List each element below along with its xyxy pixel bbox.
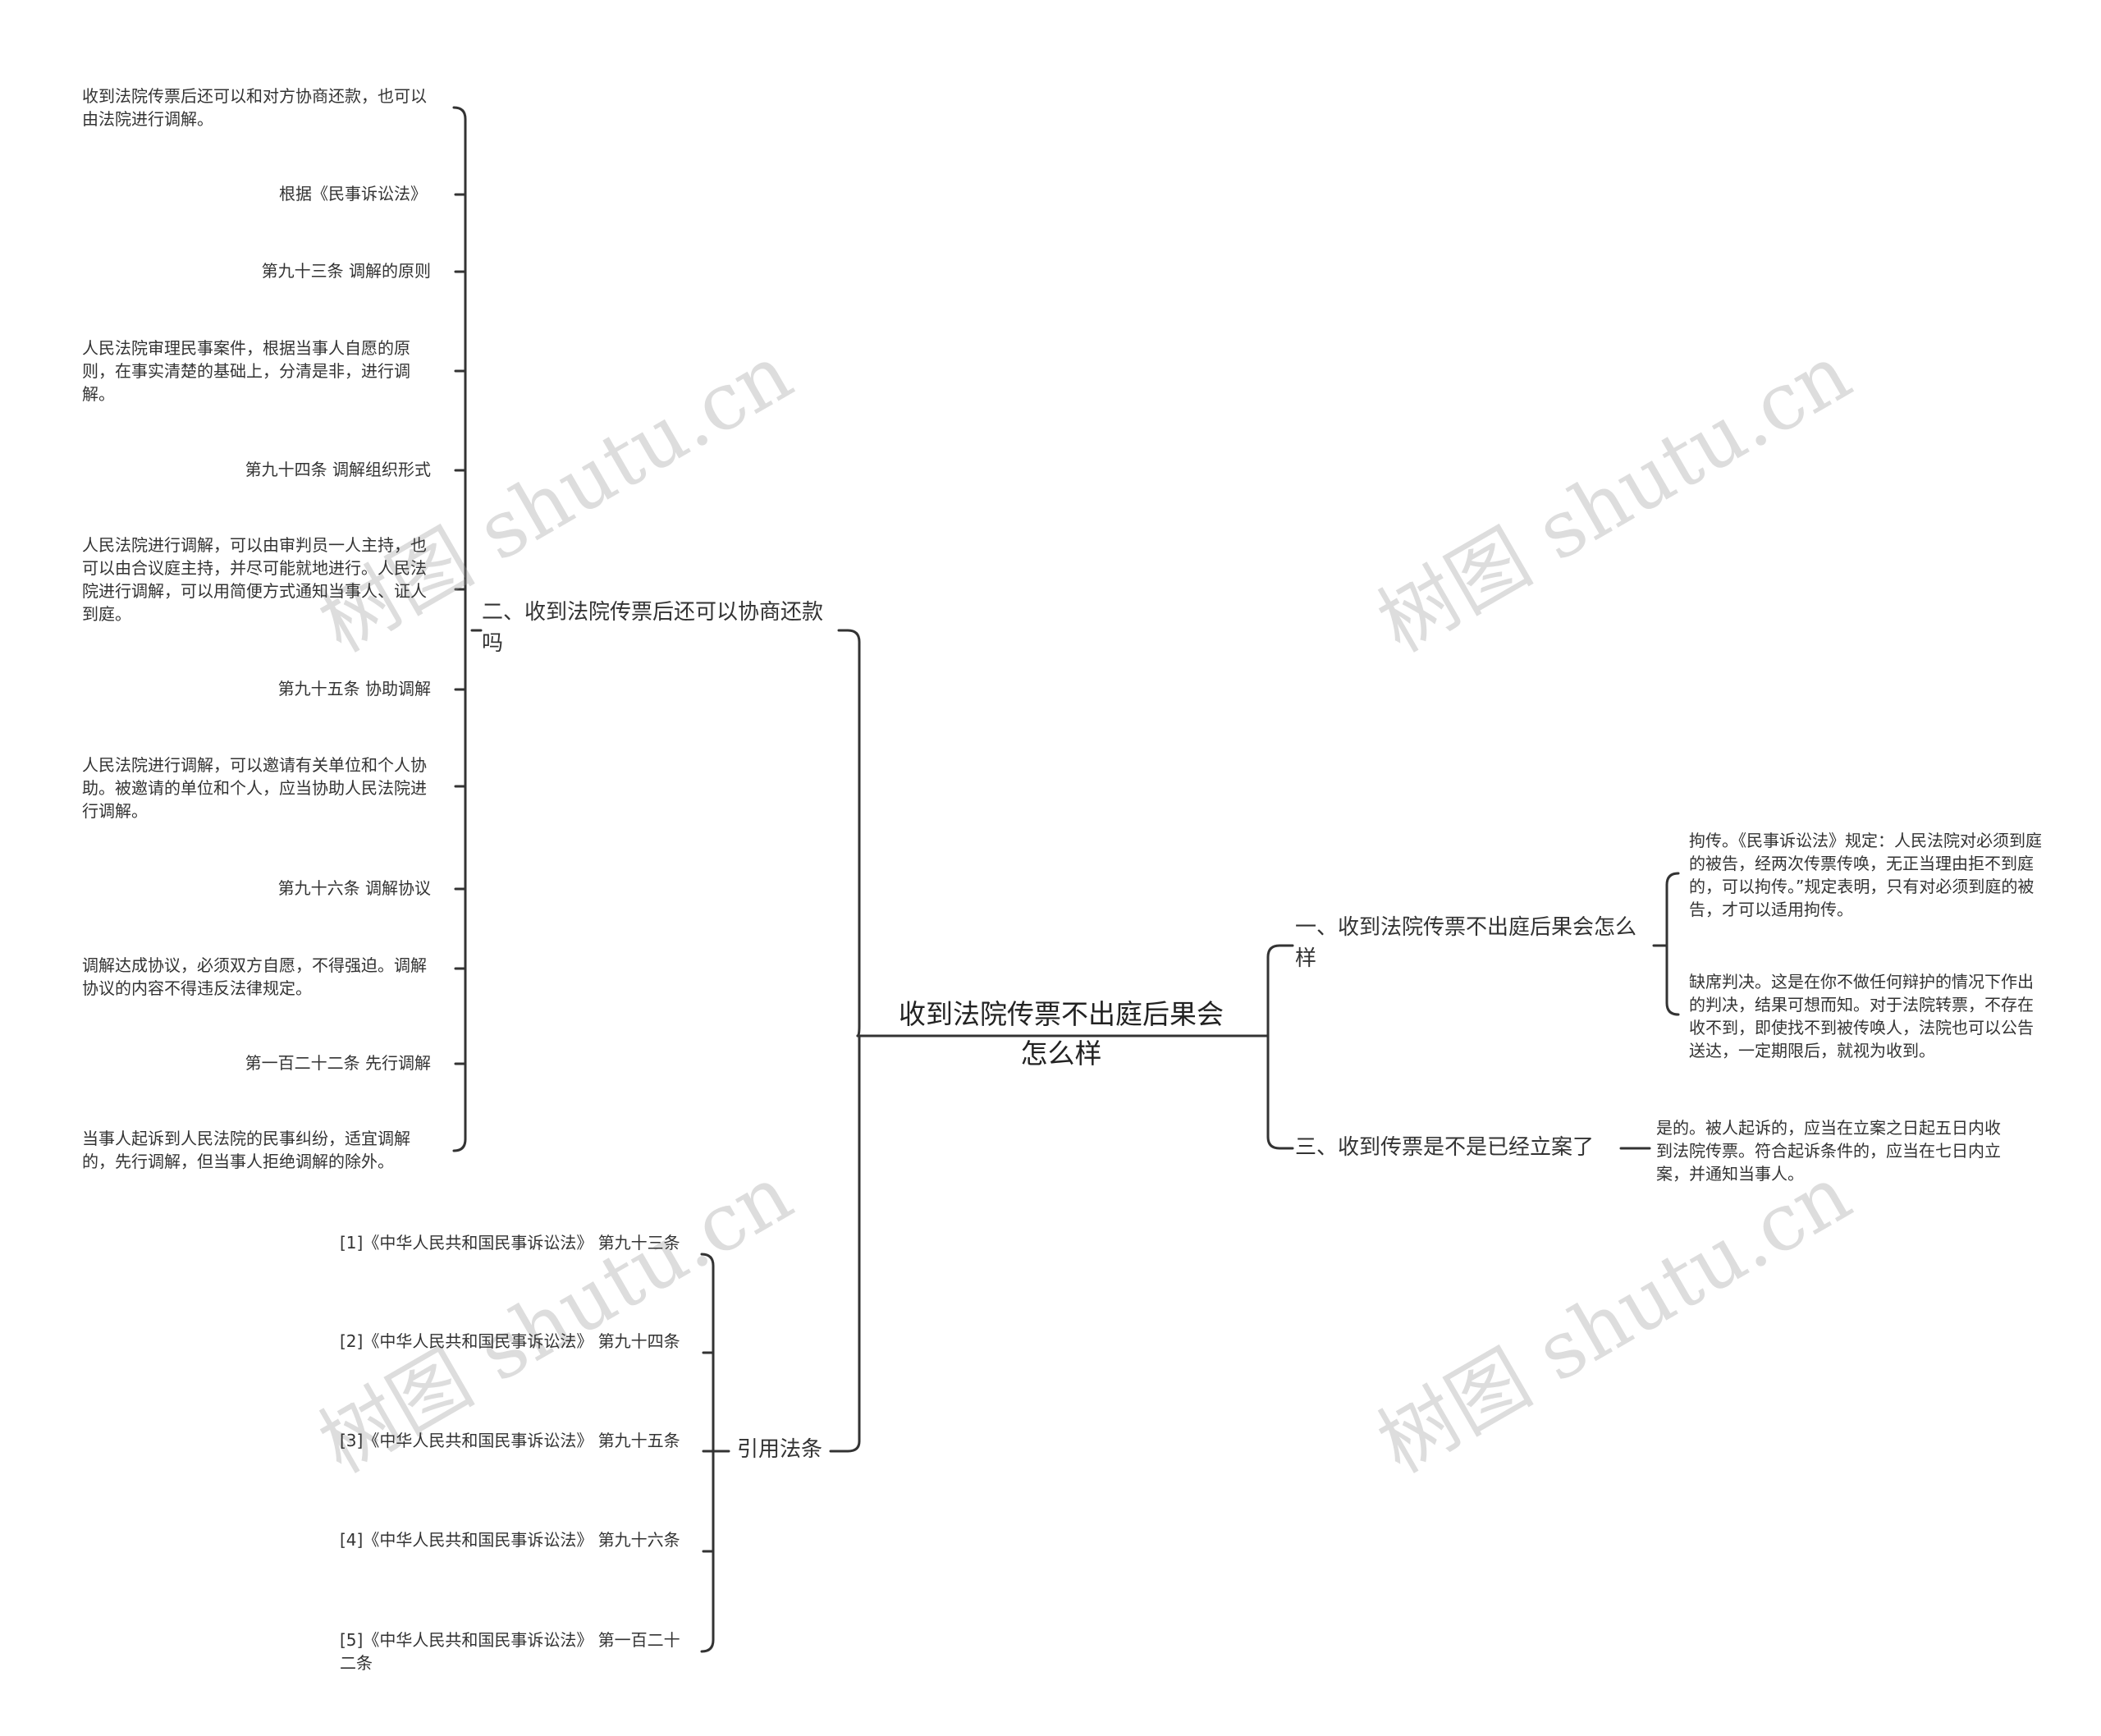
- leaf-article-122-text[interactable]: 当事人起诉到人民法院的民事纠纷，适宜调解的，先行调解，但当事人拒绝调解的除外。: [82, 1129, 410, 1171]
- branch-consequences[interactable]: 一、收到法院传票不出庭后果会怎么样: [1295, 915, 1637, 971]
- citation-item[interactable]: [4]《中华人民共和国民事诉讼法》 第九十六条: [340, 1530, 680, 1550]
- bracket-left-1: [452, 106, 483, 1152]
- leaf-article-93-text[interactable]: 人民法院审理民事案件，根据当事人自愿的原则，在事实清楚的基础上，分清是非，进行调…: [82, 338, 410, 404]
- bracket-right-1: [1652, 872, 1680, 1016]
- citation-item[interactable]: [1]《中华人民共和国民事诉讼法》 第九十三条: [340, 1233, 680, 1253]
- leaf-article-122-title[interactable]: 第一百二十二条 先行调解: [245, 1053, 431, 1073]
- leaf-article-95-text[interactable]: 人民法院进行调解，可以邀请有关单位和个人协助。被邀请的单位和个人，应当协助人民法…: [82, 755, 427, 821]
- leaf-negotiate-intro[interactable]: 收到法院传票后还可以和对方协商还款，也可以由法院进行调解。: [82, 86, 427, 129]
- branch-negotiate-repayment[interactable]: 二、收到法院传票后还可以协商还款吗: [482, 600, 824, 656]
- ticks-left-1: [454, 193, 467, 1065]
- leaf-case-filed-answer[interactable]: 是的。被人起诉的，应当在立案之日起五日内收到法院传票。符合起诉条件的，应当在七日…: [1656, 1118, 2001, 1184]
- spine-main-left-vertical: [829, 629, 861, 1453]
- leaf-civil-procedure-law[interactable]: 根据《民事诉讼法》: [279, 184, 427, 204]
- leaf-article-95-title[interactable]: 第九十五条 协助调解: [277, 679, 431, 699]
- leaf-compulsory-summons[interactable]: 拘传。《民事诉讼法》规定：人民法院对必须到庭的被告，经两次传票传唤，无正当理由拒…: [1689, 831, 2042, 919]
- citation-item[interactable]: [3]《中华人民共和国民事诉讼法》 第九十五条: [340, 1431, 680, 1450]
- bracket-left-2: [700, 1253, 730, 1653]
- leaf-article-93-title[interactable]: 第九十三条 调解的原则: [261, 261, 431, 281]
- ticks-left-2: [702, 1351, 715, 1553]
- leaf-article-94-title[interactable]: 第九十四条 调解组织形式: [245, 460, 431, 479]
- leaf-article-96-title[interactable]: 第九十六条 调解协议: [277, 878, 431, 898]
- branch-cited-articles[interactable]: 引用法条: [737, 1437, 823, 1462]
- leaf-article-94-text[interactable]: 人民法院进行调解，可以由审判员一人主持，也可以由合议庭主持，并尽可能就地进行。人…: [82, 535, 427, 624]
- citation-item[interactable]: [2]《中华人民共和国民事诉讼法》 第九十四条: [340, 1331, 680, 1351]
- spine-main-right-vertical: [1266, 944, 1294, 1150]
- root-topic[interactable]: 收到法院传票不出庭后果会怎么样: [899, 998, 1224, 1070]
- leaf-default-judgment[interactable]: 缺席判决。这是在你不做任何辩护的情况下作出的判决，结果可想而知。对于法院转票，不…: [1689, 972, 2034, 1060]
- citation-item[interactable]: [5]《中华人民共和国民事诉讼法》 第一百二十二条: [340, 1630, 680, 1673]
- branch-case-filed[interactable]: 三、收到传票是不是已经立案了: [1295, 1135, 1595, 1160]
- leaf-article-96-text[interactable]: 调解达成协议，必须双方自愿，不得强迫。调解协议的内容不得违反法律规定。: [82, 955, 427, 998]
